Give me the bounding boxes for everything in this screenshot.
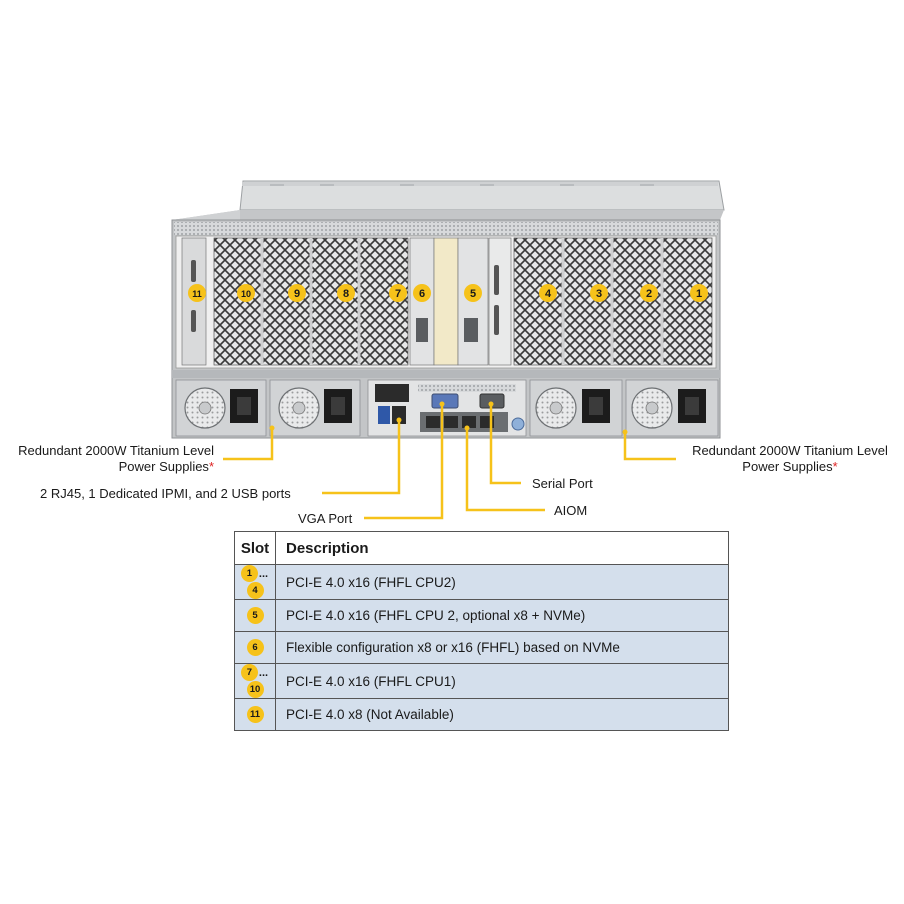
slot-badge-circle — [288, 284, 306, 302]
callout-psu-left: Redundant 2000W Titanium Level Power Sup… — [0, 443, 214, 475]
slot-badge-label: 6 — [419, 288, 425, 300]
leader-serial — [489, 404, 521, 485]
table-header-row: Slot Description — [234, 531, 729, 565]
slot-badge: 4 — [246, 582, 264, 599]
slot-cell: 11 — [234, 698, 276, 731]
table-row: 7... 10 PCI-E 4.0 x16 (FHFL CPU1) — [234, 663, 729, 699]
slot-badge-circle — [413, 284, 431, 302]
description-cell: PCI-E 4.0 x16 (FHFL CPU2) — [275, 564, 729, 600]
slot-badge-circle — [389, 284, 407, 302]
header-description: Description — [275, 531, 729, 565]
description-cell: Flexible configuration x8 or x16 (FHFL) … — [275, 631, 729, 664]
table-row: 6 Flexible configuration x8 or x16 (FHFL… — [234, 631, 729, 664]
slot-badge: 11 — [246, 706, 264, 723]
slot-badge-circle — [337, 284, 355, 302]
callout-rj45-usb: 2 RJ45, 1 Dedicated IPMI, and 2 USB port… — [40, 486, 291, 501]
power-supply-left-1 — [175, 379, 267, 437]
slot-badge: 6 — [246, 639, 264, 656]
slot-badge: 1 — [240, 565, 258, 582]
slot-cell: 7... 10 — [234, 663, 276, 699]
header-slot: Slot — [234, 531, 276, 565]
slot-badge-circle — [590, 284, 608, 302]
slot-badge-6: 6 — [413, 284, 431, 302]
table-row: 11 PCI-E 4.0 x8 (Not Available) — [234, 698, 729, 731]
slot-badge-4: 4 — [539, 284, 557, 302]
callout-serial: Serial Port — [532, 476, 593, 491]
description-cell: PCI-E 4.0 x8 (Not Available) — [275, 698, 729, 731]
slot-badge-circle — [188, 284, 206, 302]
slot-badge: 5 — [246, 607, 264, 624]
server-rear-diagram: 11 10 9 8 7 6 5 4 3 2 1 — [171, 180, 725, 520]
callout-psu-left-line1: Redundant 2000W Titanium Level — [18, 443, 214, 458]
slot-cell: 1... 4 — [234, 564, 276, 600]
slot-badge-label: 1 — [696, 288, 702, 300]
power-supply-right-1 — [529, 379, 623, 437]
slot-badge-label: 10 — [241, 289, 251, 299]
slot-badge-label: 7 — [395, 288, 401, 300]
slot-badge-label: 11 — [192, 289, 202, 299]
slot-badge-8: 8 — [337, 284, 355, 302]
table-row: 5 PCI-E 4.0 x16 (FHFL CPU 2, optional x8… — [234, 599, 729, 632]
slot-badge: 7 — [240, 664, 258, 681]
leader-rj45-usb — [322, 420, 401, 495]
slot-badge-1: 1 — [690, 284, 708, 302]
slot-badge: 10 — [246, 681, 264, 698]
callout-psu-right: Redundant 2000W Titanium Level Power Sup… — [678, 443, 902, 475]
range-separator: ... — [258, 567, 269, 580]
leader-psu-right — [623, 432, 676, 461]
callout-psu-right-line1: Redundant 2000W Titanium Level — [692, 443, 888, 458]
description-cell: PCI-E 4.0 x16 (FHFL CPU 2, optional x8 +… — [275, 599, 729, 632]
leader-psu-left — [223, 428, 274, 461]
slot-table: Slot Description 1... 4 PCI-E 4.0 x16 (FH… — [234, 531, 729, 731]
leader-vga — [364, 404, 444, 520]
callout-vga: VGA Port — [298, 511, 353, 526]
callout-psu-right-line2: Power Supplies — [742, 459, 833, 474]
slot-cell: 6 — [234, 631, 276, 664]
slot-badge-2: 2 — [640, 284, 658, 302]
slot-badge-label: 5 — [470, 288, 476, 300]
asterisk: * — [832, 459, 838, 474]
slot-cell: 5 — [234, 599, 276, 632]
leader-aiom — [465, 428, 545, 512]
callout-aiom: AIOM — [554, 503, 588, 518]
slot-badge-label: 2 — [646, 288, 652, 300]
power-supply-left-2 — [269, 379, 361, 437]
slot-badge-10: 10 — [237, 284, 255, 302]
slot-badge-circle — [464, 284, 482, 302]
chassis-lid — [172, 180, 725, 224]
leader-lines — [223, 404, 676, 520]
pcie-slot-area — [175, 235, 717, 369]
slot-badge-circle — [690, 284, 708, 302]
slot-badge-label: 4 — [545, 288, 552, 300]
slot-badge-circle — [237, 284, 255, 302]
slot-badge-circle — [640, 284, 658, 302]
slot-badge-label: 8 — [343, 288, 349, 300]
slot-badge-7: 7 — [389, 284, 407, 302]
slot-badge-11: 11 — [188, 284, 206, 302]
range-separator: ... — [258, 666, 269, 679]
vent-strip — [174, 222, 718, 235]
table-row: 1... 4 PCI-E 4.0 x16 (FHFL CPU2) — [234, 564, 729, 600]
slot-badge-5: 5 — [464, 284, 482, 302]
asterisk: * — [208, 459, 214, 474]
slot-badge-9: 9 — [288, 284, 306, 302]
slot-badge-circle — [539, 284, 557, 302]
description-cell: PCI-E 4.0 x16 (FHFL CPU1) — [275, 663, 729, 699]
io-panel — [367, 379, 527, 437]
callout-psu-left-line2: Power Supplies — [118, 459, 209, 474]
slot-badge-3: 3 — [590, 284, 608, 302]
slot-number-badges: 11 10 9 8 7 6 5 4 3 2 1 — [188, 284, 708, 302]
slot-badge-label: 9 — [294, 288, 300, 300]
power-supply-right-2 — [625, 379, 719, 437]
slot-badge-label: 3 — [596, 288, 602, 300]
